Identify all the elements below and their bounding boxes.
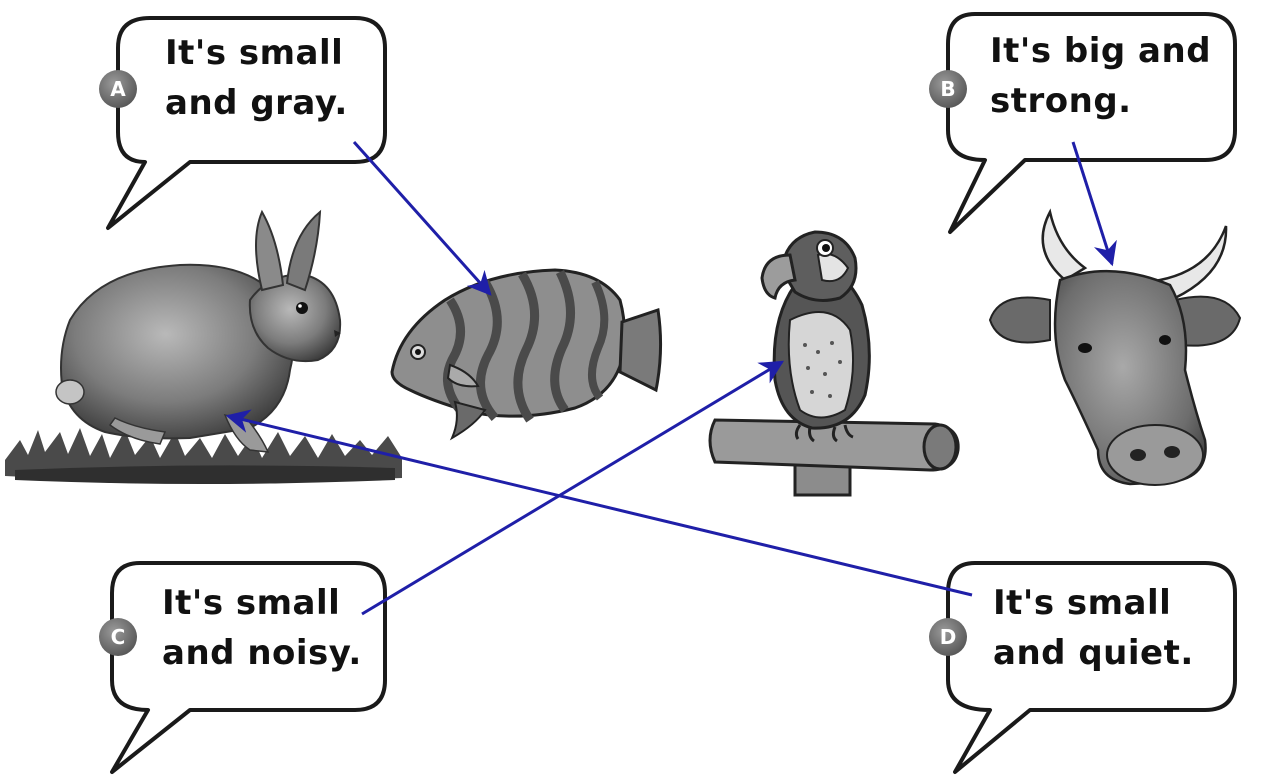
bubble-b-text: It's big and strong. <box>990 26 1211 126</box>
fish-image <box>390 268 663 441</box>
bubble-a-line1: It's small <box>165 33 344 73</box>
badge-b-letter: B <box>940 77 955 101</box>
bubble-d-text: It's small and quiet. <box>993 578 1194 678</box>
match-arrows <box>225 140 1117 616</box>
speech-bubble-d <box>946 561 1237 774</box>
bubble-b-line1: It's big and <box>990 31 1212 71</box>
parrot-image <box>708 230 960 497</box>
badge-a-letter: A <box>110 77 126 101</box>
arrow-b-to-cow <box>1071 141 1117 267</box>
speech-bubble-c <box>110 561 387 774</box>
rabbit-image <box>5 209 402 484</box>
bubble-c-line1: It's small <box>162 583 341 623</box>
bubble-c-line2: and noisy. <box>162 633 362 673</box>
speech-bubble-a <box>106 16 387 230</box>
badge-d: D <box>929 618 967 656</box>
bubble-a-text: It's small and gray. <box>165 28 348 128</box>
badge-a: A <box>99 70 137 108</box>
arrow-c-to-parrot <box>361 360 785 616</box>
badge-c-letter: C <box>111 625 126 649</box>
arrow-a-to-fish <box>352 140 492 296</box>
badge-c: C <box>99 618 137 656</box>
bubble-c-text: It's small and noisy. <box>162 578 362 678</box>
bubble-d-line2: and quiet. <box>993 633 1194 673</box>
badge-b: B <box>929 70 967 108</box>
arrow-d-to-rabbit <box>225 409 973 597</box>
bubble-b-line2: strong. <box>990 81 1132 121</box>
cow-image <box>988 208 1242 486</box>
bubble-a-line2: and gray. <box>165 83 348 123</box>
speech-bubble-b <box>946 12 1237 234</box>
badge-d-letter: D <box>940 625 957 649</box>
bubble-d-line1: It's small <box>993 583 1172 623</box>
